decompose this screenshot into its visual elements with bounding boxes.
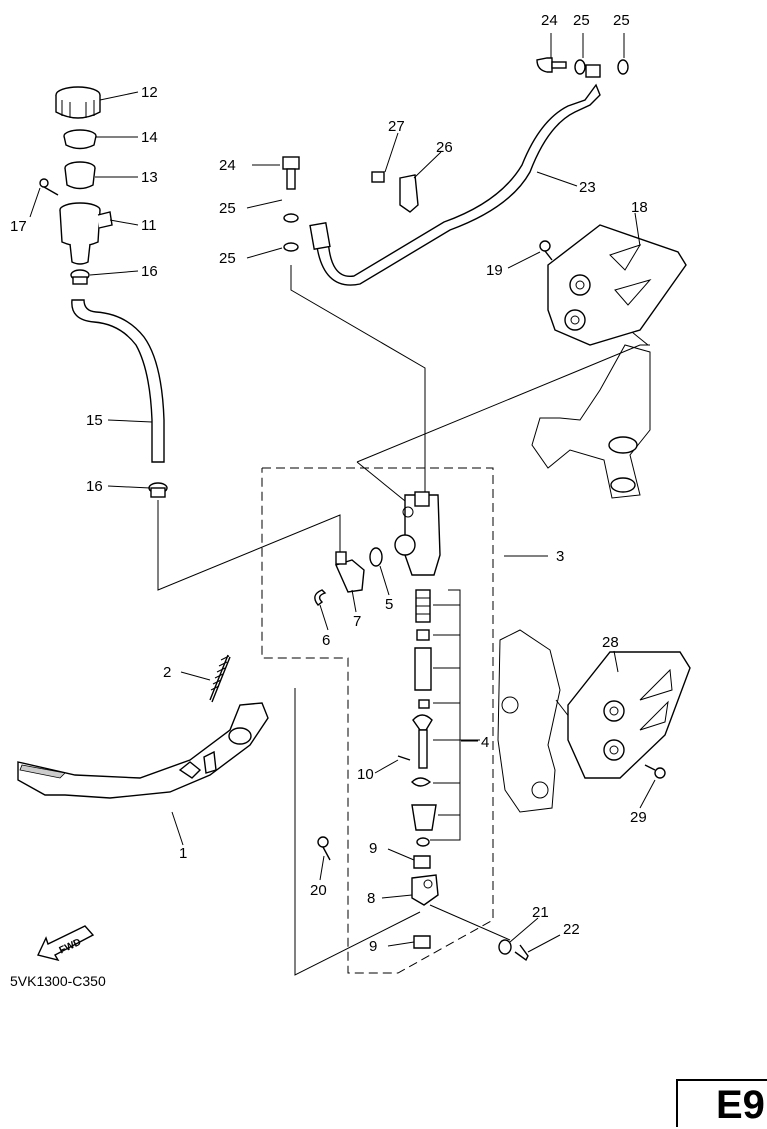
cylinder-kit — [411, 589, 480, 847]
callout-16a: 16 — [141, 263, 158, 280]
holder-bolt — [371, 171, 385, 183]
callout-numbers: 1 2 3 4 5 6 7 8 9 9 10 11 12 13 14 15 16… — [10, 12, 648, 955]
callout-19: 19 — [486, 262, 503, 279]
callout-25d: 25 — [219, 250, 236, 267]
master-cylinder-body — [394, 491, 441, 576]
left-footrest-bracket — [567, 651, 691, 779]
callout-12: 12 — [141, 84, 158, 101]
circlip-upper — [314, 589, 327, 606]
callout-9b: 9 — [369, 938, 377, 955]
callout-21: 21 — [532, 904, 549, 921]
reservoir-diaphragm — [64, 161, 96, 190]
reservoir-bolt — [39, 178, 59, 196]
callout-9a: 9 — [369, 840, 377, 857]
callout-22: 22 — [563, 921, 580, 938]
callout-20: 20 — [310, 882, 327, 899]
bracket-frame-left — [497, 629, 561, 813]
brake-pedal — [17, 702, 269, 799]
bracket-bolt — [539, 240, 553, 261]
callout-3: 3 — [556, 548, 564, 565]
callout-25a: 25 — [573, 12, 590, 29]
callout-1: 1 — [179, 845, 187, 862]
o-ring — [369, 547, 383, 567]
callout-26: 26 — [436, 139, 453, 156]
right-footrest-bracket — [547, 224, 687, 346]
hose-clip-upper — [70, 269, 90, 285]
callout-6: 6 — [322, 632, 330, 649]
callout-23: 23 — [579, 179, 596, 196]
footrest-bracket-frame — [531, 344, 651, 499]
callout-8: 8 — [367, 890, 375, 907]
callout-2: 2 — [163, 664, 171, 681]
callout-14: 14 — [141, 129, 158, 146]
assembly-boundary — [261, 467, 494, 974]
reference-code: 5VK1300-C350 — [10, 973, 106, 989]
cotter-pin — [397, 755, 411, 761]
clevis-pin — [317, 836, 331, 861]
hose-clip-lower — [148, 482, 168, 498]
callout-17: 17 — [10, 218, 27, 235]
nuts — [413, 855, 431, 949]
callout-28: 28 — [602, 634, 619, 651]
callout-leaders — [29, 33, 656, 953]
union-bolt — [536, 57, 567, 73]
washer-and-cotter — [498, 939, 529, 962]
fwd-arrow-icon — [37, 925, 95, 962]
union-bolt-lower — [282, 156, 300, 190]
copper-washers — [283, 59, 629, 252]
callout-18: 18 — [631, 199, 648, 216]
callout-7: 7 — [353, 613, 361, 630]
callout-4: 4 — [481, 734, 489, 751]
callout-25c: 25 — [219, 200, 236, 217]
callout-24a: 24 — [541, 12, 558, 29]
callout-13: 13 — [141, 169, 158, 186]
callout-16b: 16 — [86, 478, 103, 495]
bracket-bolt-left — [644, 764, 666, 779]
reservoir-cap — [55, 86, 101, 119]
callout-5: 5 — [385, 596, 393, 613]
page-code: E9 — [676, 1079, 767, 1127]
reservoir-tank — [59, 202, 113, 265]
callout-27: 27 — [388, 118, 405, 135]
callout-25b: 25 — [613, 12, 630, 29]
routing-lines — [157, 265, 650, 976]
callout-24b: 24 — [219, 157, 236, 174]
callout-10: 10 — [357, 766, 374, 783]
hose-holder — [399, 174, 419, 213]
hose-joint — [335, 551, 365, 593]
reservoir-diaphragm-plate — [63, 129, 97, 150]
clevis — [411, 874, 439, 906]
return-spring — [209, 654, 231, 703]
reservoir-hose — [71, 299, 165, 463]
callout-29: 29 — [630, 809, 647, 826]
callout-15: 15 — [86, 412, 103, 429]
callout-11: 11 — [141, 217, 157, 234]
brake-hose — [309, 64, 601, 286]
